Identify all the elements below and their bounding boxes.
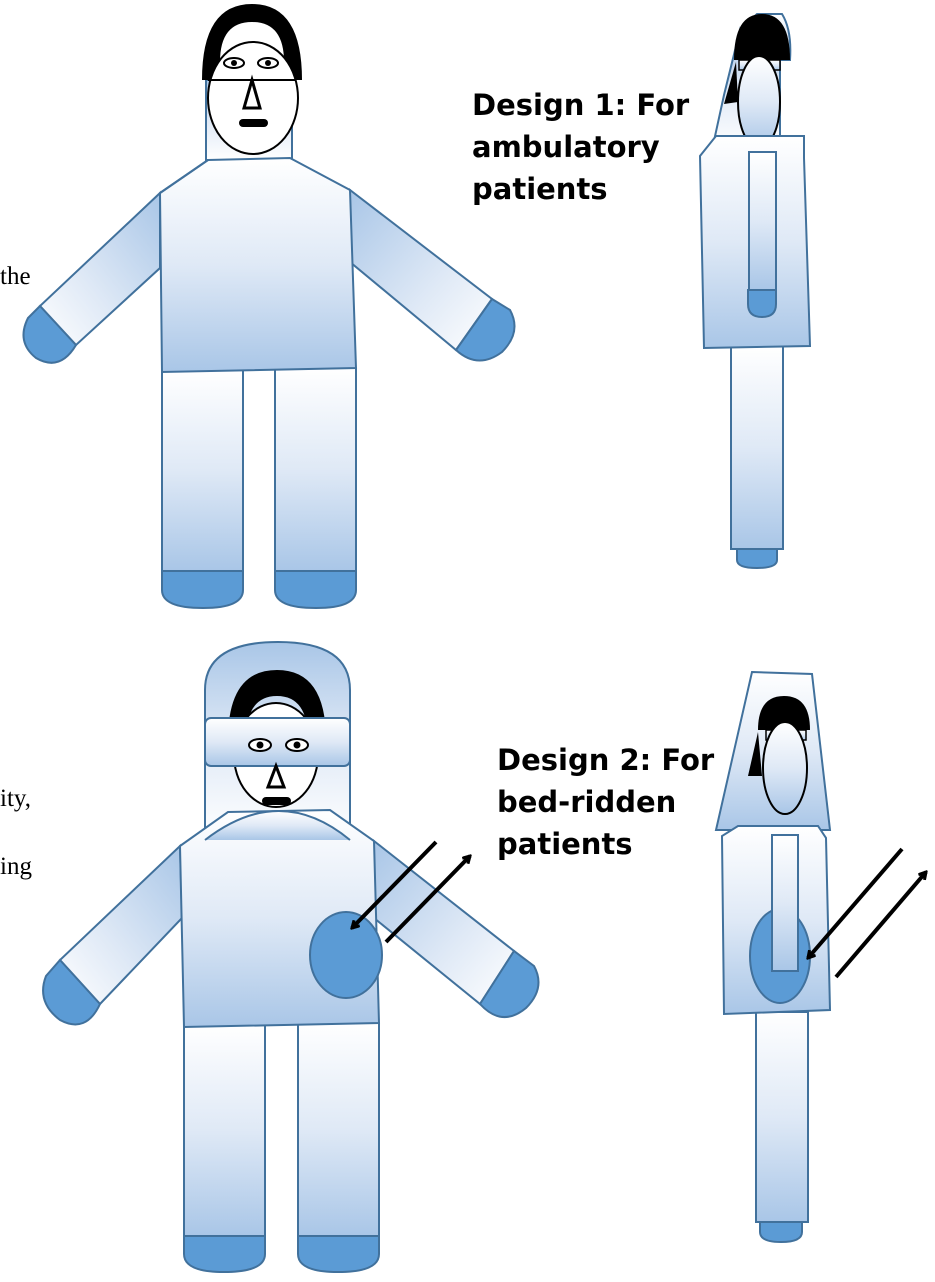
d2-face-shield [205, 718, 350, 766]
d2-side-face [763, 722, 807, 814]
d1-left-arm [40, 193, 160, 345]
d2-side-boot [760, 1222, 802, 1242]
d2-side-arm [772, 835, 798, 971]
d1-right-arm [350, 190, 492, 350]
d2-access-port [310, 912, 382, 998]
d2-side-arrow-out-icon [836, 872, 926, 977]
d2-left-boot [184, 1236, 265, 1272]
design-2-side-figure [716, 672, 926, 1242]
d1-right-leg [275, 368, 356, 571]
design-1-side-figure [700, 14, 810, 568]
d1-side-face [738, 56, 780, 148]
design-2-front-figure [43, 642, 538, 1272]
d1-side-leg [731, 346, 783, 549]
d2-left-leg [184, 1025, 265, 1236]
design-1-front-figure [24, 4, 515, 608]
d1-left-leg [162, 370, 243, 571]
d2-side-leg [756, 1012, 808, 1222]
d2-right-arm [374, 841, 514, 1004]
d2-right-boot [298, 1236, 379, 1272]
d2-mouth-icon [262, 797, 291, 805]
d1-side-arm [749, 152, 776, 290]
d1-side-boot [737, 549, 777, 568]
d1-left-boot [162, 571, 243, 608]
d1-right-boot [275, 571, 356, 608]
d2-right-leg [298, 1023, 379, 1236]
d1-side-glove [748, 290, 776, 317]
d1-mouth-icon [239, 119, 268, 127]
d1-torso [160, 158, 356, 372]
